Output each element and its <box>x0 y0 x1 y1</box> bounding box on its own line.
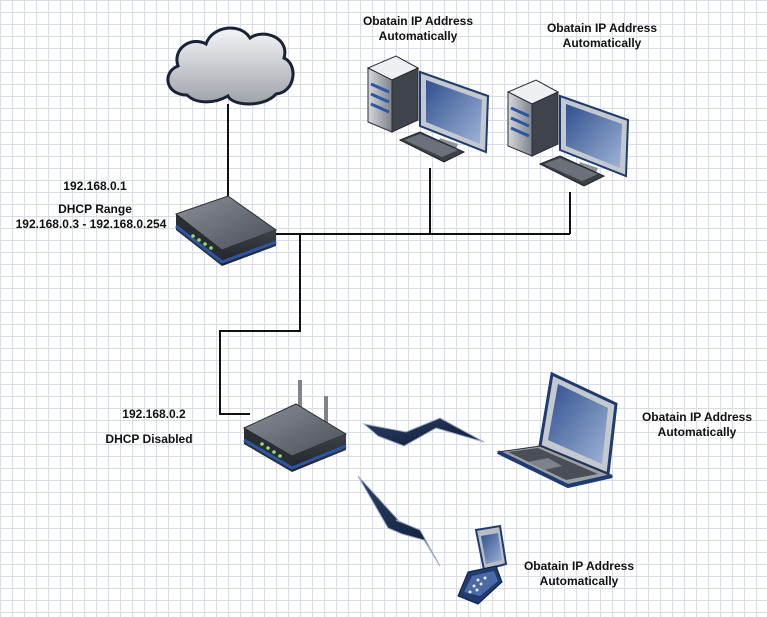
router-icon <box>174 195 278 266</box>
router-main-dhcp-title: DHCP Range <box>58 202 132 216</box>
desktop1-label-line2: Automatically <box>379 29 458 43</box>
phone-label-line2: Automatically <box>540 574 619 588</box>
router-to-ap-link <box>219 234 301 415</box>
mobile-phone-icon <box>457 524 508 605</box>
router-wireless-dhcp: DHCP Disabled <box>105 432 192 446</box>
desktop2-label-line2: Automatically <box>563 36 642 50</box>
wireless-link-icon <box>362 417 485 447</box>
laptop-label-line1: Obatain IP Address <box>642 410 752 424</box>
phone-label-line1: Obatain IP Address <box>524 559 634 573</box>
wireless-link-icon <box>357 475 441 567</box>
laptop-icon <box>496 371 618 489</box>
router-main-dhcp-range: 192.168.0.3 - 192.168.0.254 <box>16 217 167 231</box>
desktop1-label-line1: Obatain IP Address <box>363 14 473 28</box>
desktop-computer-icon <box>366 55 490 163</box>
wireless-router-icon <box>242 380 348 472</box>
cloud-icon <box>166 26 295 106</box>
laptop-label-line2: Automatically <box>658 425 737 439</box>
desktop-computer-icon <box>506 79 630 187</box>
wired-connections <box>219 104 571 415</box>
router-main-ip: 192.168.0.1 <box>63 179 127 193</box>
desktop2-label-line1: Obatain IP Address <box>547 21 657 35</box>
router-wireless-ip: 192.168.0.2 <box>122 407 186 421</box>
